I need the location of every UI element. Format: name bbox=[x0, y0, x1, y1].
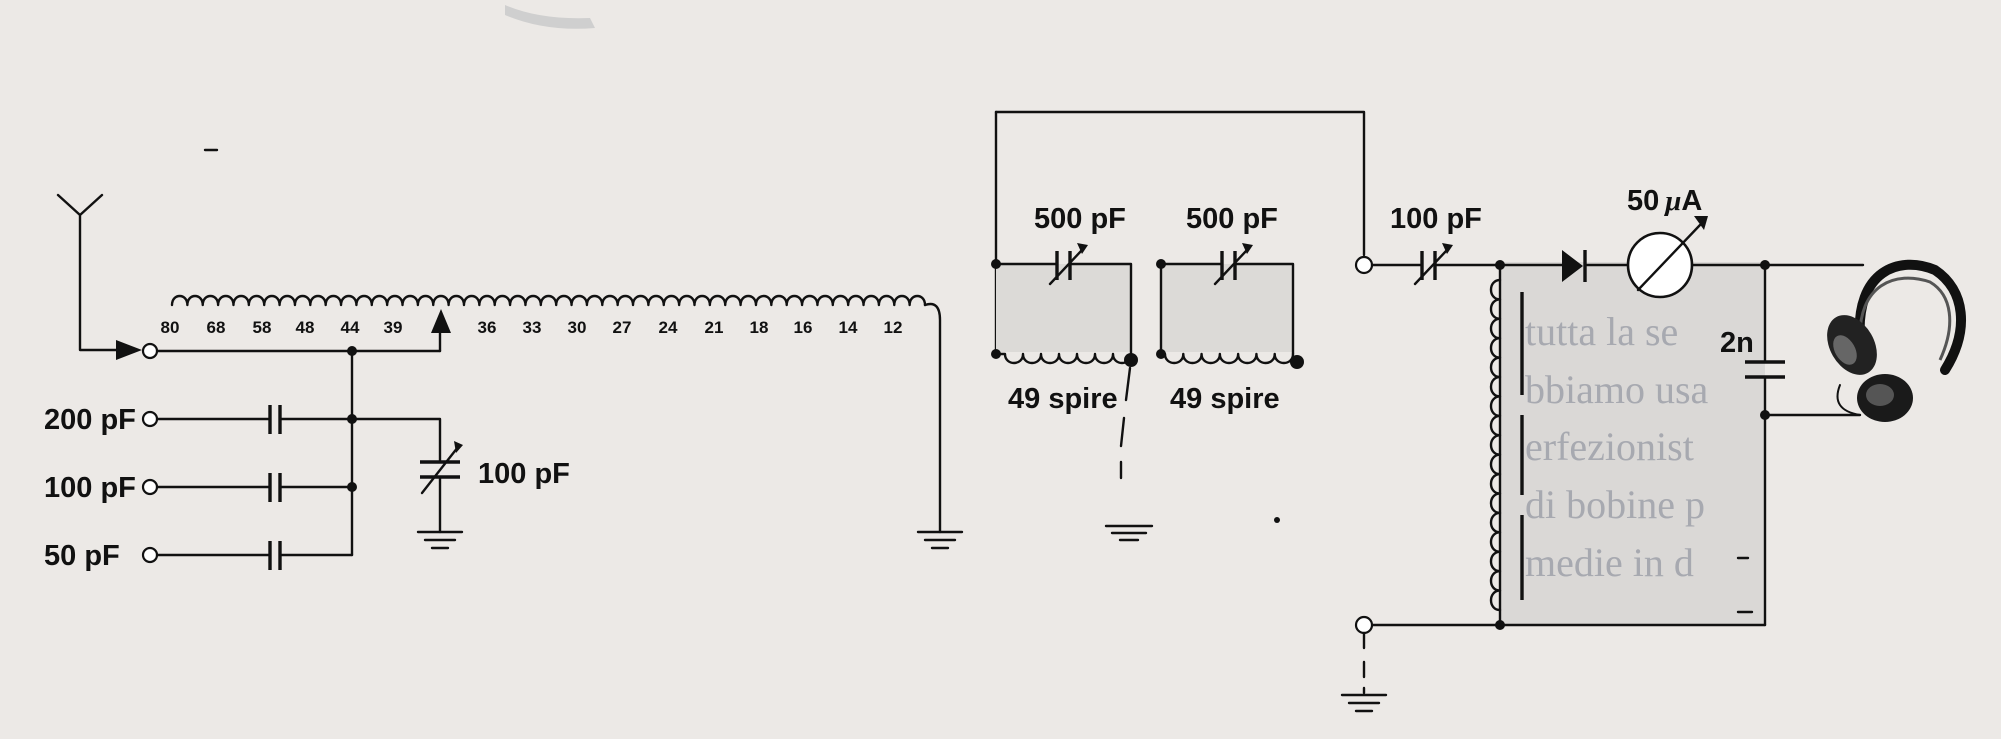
stray-mark bbox=[1736, 556, 1754, 614]
background-text-line: bbiamo usa bbox=[1525, 367, 1709, 412]
source-cap-label-100pf: 100 pF bbox=[44, 472, 136, 504]
coil-tap-label: 21 bbox=[705, 318, 724, 337]
source-cap-group: 200 pF 100 pF 50 pF bbox=[44, 346, 357, 572]
source-terminal-200pf bbox=[141, 410, 159, 428]
coil-tap-labels: 80 68 58 48 44 39 36 33 30 27 24 21 18 16 14 12 bbox=[161, 318, 903, 337]
ground-icon bbox=[916, 530, 964, 550]
coil-tap-label: 18 bbox=[750, 318, 769, 337]
tuning-cap-label: 100 pF bbox=[478, 458, 570, 490]
coil-slider-arrow bbox=[431, 309, 451, 333]
ground-icon bbox=[1104, 524, 1154, 542]
headphones-icon bbox=[1827, 259, 1966, 422]
background-text-line: erfezionist bbox=[1525, 424, 1694, 469]
background-text: tutta la se bbiamo usa erfezionist di bo… bbox=[1500, 262, 1765, 624]
ground-icon bbox=[1340, 693, 1388, 713]
coil-tap-label: 68 bbox=[207, 318, 226, 337]
coil-tap-label: 58 bbox=[253, 318, 272, 337]
coil-tap-label: 48 bbox=[296, 318, 315, 337]
background-text-line: tutta la se bbox=[1525, 309, 1678, 354]
stray-mark bbox=[1274, 517, 1280, 523]
input-terminal bbox=[1354, 255, 1374, 275]
coil-tap-label: 16 bbox=[794, 318, 813, 337]
tank-circuit-1: 500 pF 49 spire bbox=[991, 110, 1366, 542]
coil-tap-label: 36 bbox=[478, 318, 497, 337]
coil-tap-label: 27 bbox=[613, 318, 632, 337]
background-text-line: di bobine p bbox=[1525, 482, 1705, 527]
source-terminal-100pf bbox=[141, 478, 159, 496]
coil-tap-label: 12 bbox=[884, 318, 903, 337]
scan-smudge bbox=[505, 5, 595, 29]
source-cap-label-200pf: 200 pF bbox=[44, 404, 136, 436]
tapped-coil: 80 68 58 48 44 39 36 33 30 27 24 21 18 16 14 12 bbox=[161, 294, 964, 550]
tank1-coil-label: 49 spire bbox=[1008, 383, 1118, 415]
diode-icon bbox=[1562, 250, 1583, 282]
antenna-terminal bbox=[141, 342, 159, 360]
coil-tap-label: 80 bbox=[161, 318, 180, 337]
tuning-capacitor: 100 pF bbox=[350, 417, 570, 550]
coil-tap-label: 33 bbox=[523, 318, 542, 337]
background-text-shade bbox=[1500, 262, 1765, 624]
bypass-cap-label: 2n bbox=[1720, 327, 1754, 359]
source-cap-label-50pf: 50 pF bbox=[44, 540, 120, 572]
coil-tap-label: 44 bbox=[341, 318, 360, 337]
tank-circuit-2: 500 pF 49 spire bbox=[1156, 203, 1304, 415]
tank2-cap-label: 500 pF bbox=[1186, 203, 1278, 235]
coil-tap-label: 39 bbox=[384, 318, 403, 337]
tank1-cap-label: 500 pF bbox=[1034, 203, 1126, 235]
ground-terminal bbox=[1354, 615, 1374, 635]
coupling-cap-label: 100 pF bbox=[1390, 203, 1482, 235]
coil-tap-label: 30 bbox=[568, 318, 587, 337]
tank2-coil-label: 49 spire bbox=[1170, 383, 1280, 415]
source-terminal-50pf bbox=[141, 546, 159, 564]
coil-tap-label: 14 bbox=[839, 318, 858, 337]
antenna-icon bbox=[56, 193, 142, 360]
coil-tap-label: 24 bbox=[659, 318, 678, 337]
background-text-line: medie in d bbox=[1525, 540, 1694, 585]
